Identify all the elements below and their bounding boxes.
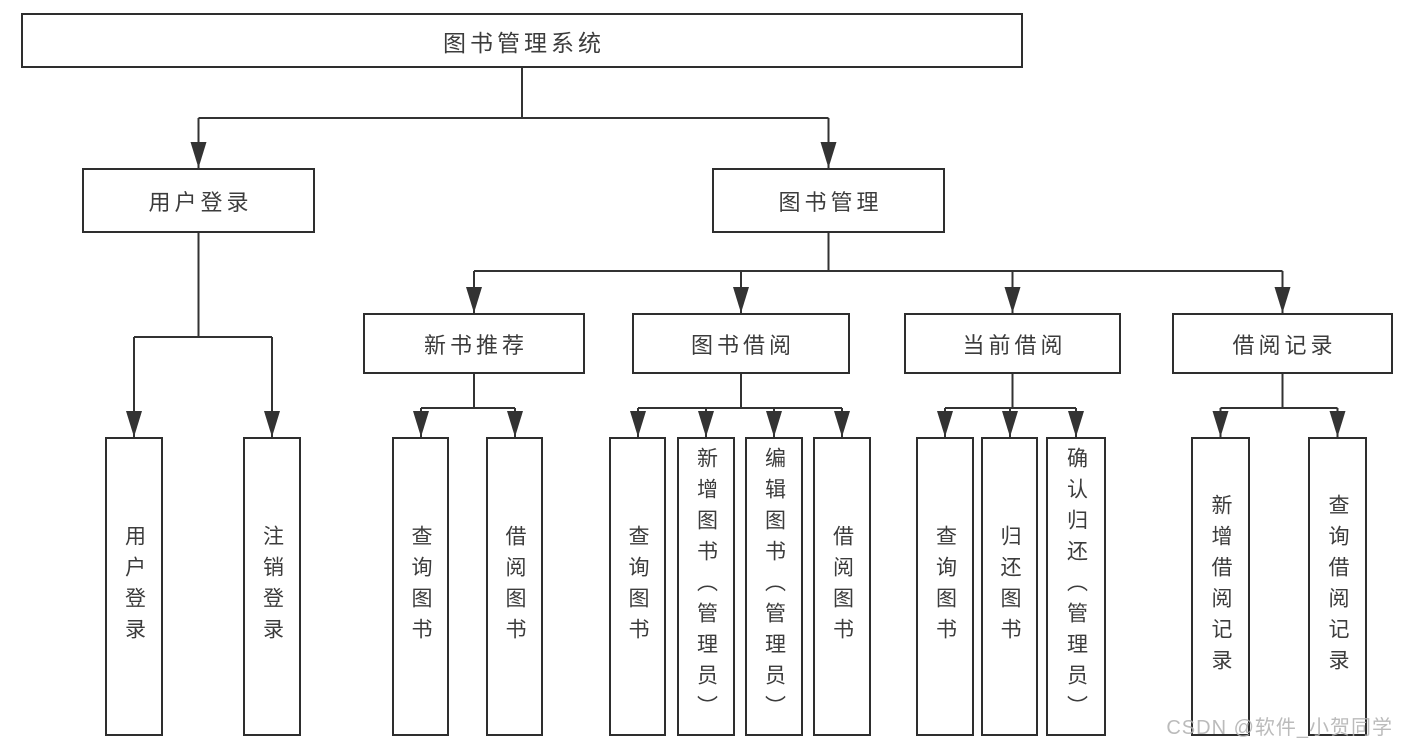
- leaf-borrow-books-1: 借阅图书: [486, 437, 543, 736]
- node-user-login-branch: 用户登录: [82, 168, 315, 233]
- leaf-user-login: 用户登录: [105, 437, 163, 736]
- node-new-book-recommend: 新书推荐: [363, 313, 585, 374]
- leaf-return-books: 归还图书: [981, 437, 1038, 736]
- csdn-watermark: CSDN @软件_小贺同学: [1166, 717, 1393, 739]
- leaf-confirm-return-admin: 确认归还（管理员）: [1046, 437, 1106, 736]
- leaf-query-books-2: 查询图书: [609, 437, 666, 736]
- node-current-borrow: 当前借阅: [904, 313, 1121, 374]
- leaf-query-borrow-record: 查询借阅记录: [1308, 437, 1367, 736]
- leaf-add-borrow-record: 新增借阅记录: [1191, 437, 1250, 736]
- leaf-borrow-books-2: 借阅图书: [813, 437, 871, 736]
- node-root-library-system: 图书管理系统: [21, 13, 1023, 68]
- leaf-logout-login: 注销登录: [243, 437, 301, 736]
- node-book-borrow: 图书借阅: [632, 313, 850, 374]
- leaf-query-books-1: 查询图书: [392, 437, 449, 736]
- leaf-query-books-3: 查询图书: [916, 437, 974, 736]
- node-book-management-branch: 图书管理: [712, 168, 945, 233]
- leaf-add-book-admin: 新增图书（管理员）: [677, 437, 735, 736]
- node-borrow-records: 借阅记录: [1172, 313, 1393, 374]
- leaf-edit-book-admin: 编辑图书（管理员）: [745, 437, 803, 736]
